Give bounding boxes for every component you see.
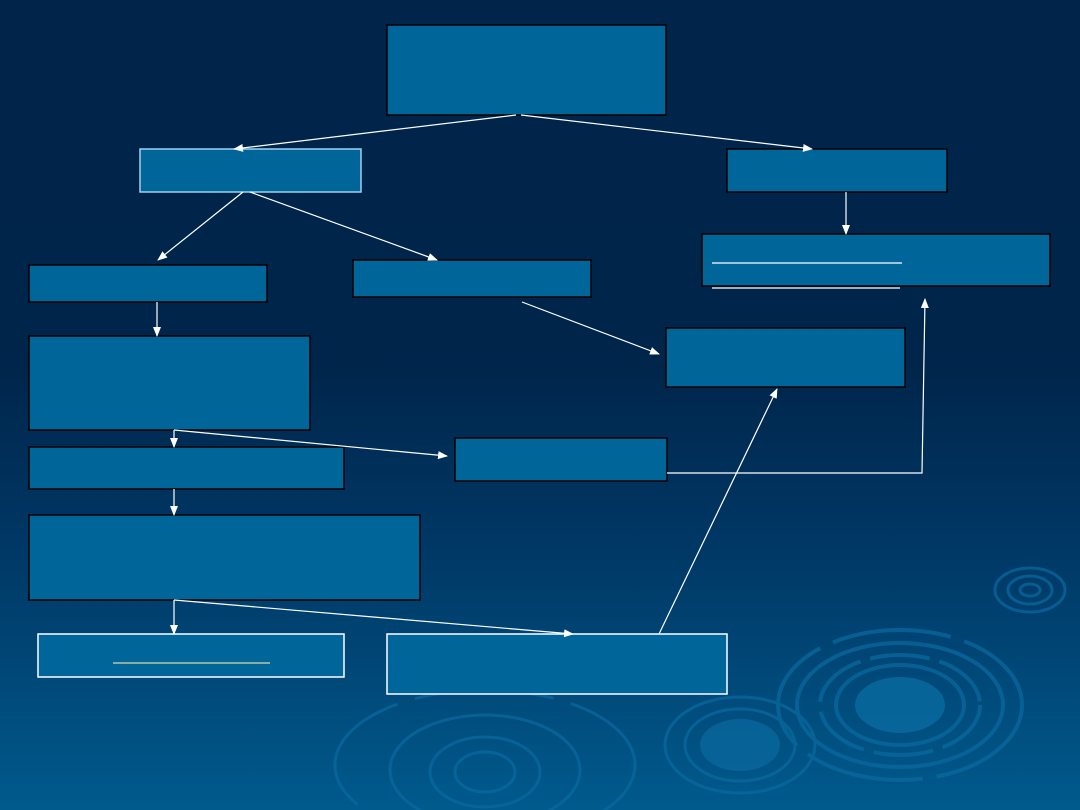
connector-arrow xyxy=(658,388,778,635)
node-root xyxy=(386,24,667,116)
connector-arrow xyxy=(521,301,660,355)
node-left-child-a xyxy=(28,264,268,303)
connector-arrow xyxy=(520,114,813,152)
decorative-rings xyxy=(333,566,1067,810)
connector-elbow-arrow xyxy=(667,298,929,474)
node-left-child-b xyxy=(352,259,592,298)
node-left-branch xyxy=(139,148,362,193)
node-step-2 xyxy=(28,446,345,490)
node-side xyxy=(454,437,668,482)
connector-arrow xyxy=(233,114,517,152)
node-outcome-b xyxy=(386,633,728,695)
node-merge xyxy=(665,327,906,388)
node-step-1 xyxy=(28,335,311,431)
connector-arrow xyxy=(173,599,574,638)
node-step-3 xyxy=(28,514,421,601)
node-right-child xyxy=(701,233,1051,287)
connector-arrow xyxy=(249,191,438,261)
node-right-branch xyxy=(726,148,948,193)
connector-arrow xyxy=(157,191,244,261)
connector-arrow xyxy=(173,429,448,460)
node-outcome-a xyxy=(37,633,345,678)
